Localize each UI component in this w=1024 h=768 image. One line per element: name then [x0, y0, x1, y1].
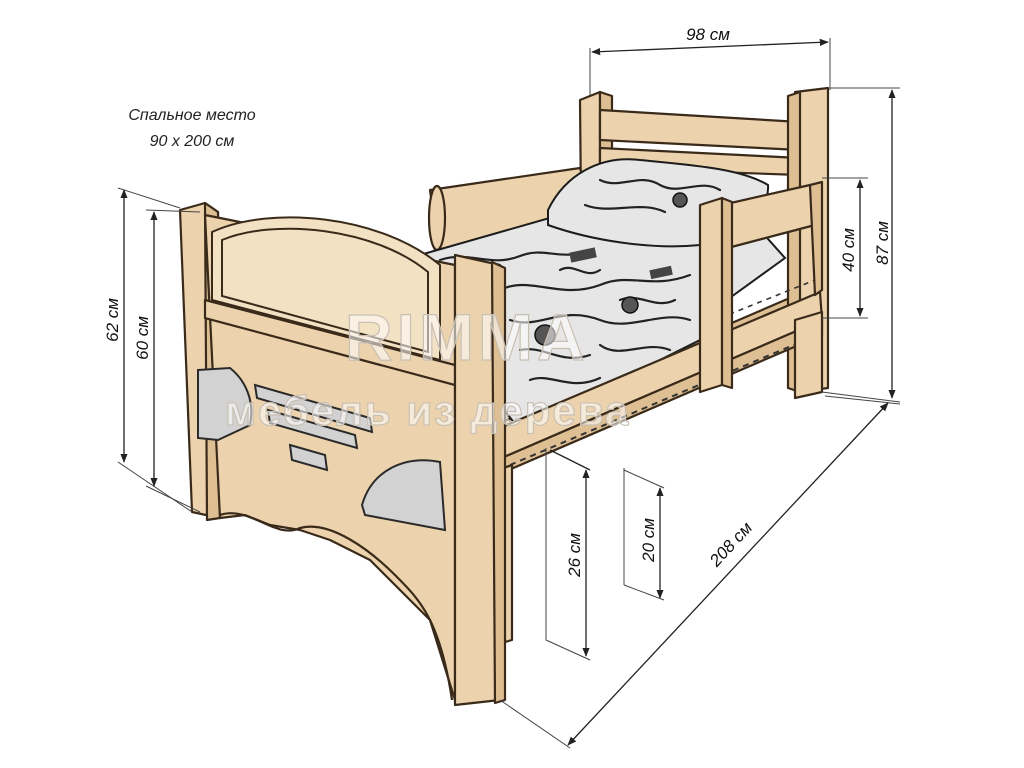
dim-total-height: 87 см [824, 87, 901, 405]
bed-illustration [178, 86, 830, 707]
dim-total-height-label: 87 см [873, 221, 892, 265]
dim-rail-height: 40 см [822, 177, 868, 319]
decor-quarter-right [360, 459, 447, 532]
rail-near [698, 180, 824, 394]
caption-line1: Спальное место [128, 107, 255, 124]
dim-width-label: 98 см [686, 25, 730, 44]
leg-front-right [793, 310, 824, 400]
dim-footboard-outer: 62 см [103, 187, 193, 513]
watermark: RIMMA мебель из дерева [224, 299, 630, 434]
dim-footboard-inner: 60 см [133, 209, 201, 513]
caption-line2: 90 х 200 см [150, 133, 235, 150]
dim-width: 98 см [589, 25, 831, 95]
dim-length-label: 208 см [705, 518, 756, 571]
dim-rail-height-label: 40 см [839, 228, 858, 272]
dim-frame-height-label: 26 см [565, 533, 584, 578]
dim-footboard-inner-label: 60 см [133, 316, 152, 360]
rail-far-post [427, 184, 447, 252]
dim-clearance: 20 см [623, 468, 665, 601]
watermark-tagline: мебель из дерева [225, 387, 630, 434]
dim-footboard-outer-label: 62 см [103, 298, 122, 342]
footboard [178, 201, 507, 707]
watermark-brand: RIMMA [345, 300, 589, 374]
dim-frame-height: 26 см [545, 448, 591, 661]
decor-quarter-left [197, 366, 253, 442]
dim-clearance-label: 20 см [639, 518, 658, 563]
